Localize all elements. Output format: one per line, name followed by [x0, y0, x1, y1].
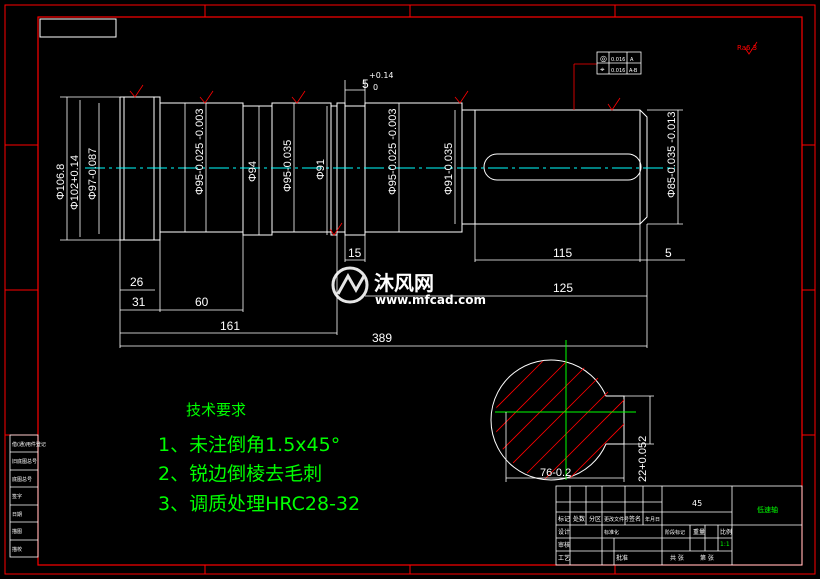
dim-section-76: 76-0.2	[540, 467, 571, 479]
dim-section-22: 22+0.052	[637, 436, 649, 482]
dim-key-lower-tol: 0	[373, 83, 378, 92]
side-stamp-cell: 日期	[12, 512, 22, 518]
dim-26: 26	[130, 275, 144, 289]
tb-label: 阶段标记	[665, 529, 685, 536]
dim-dia-95-c: Φ95-0.025 -0.003	[387, 109, 399, 195]
watermark	[331, 266, 369, 304]
dim-dia-95-b: Φ95-0.035	[282, 140, 294, 192]
tb-label: 批准	[616, 554, 628, 562]
dim-dia-97: Φ97-0.087	[87, 148, 99, 200]
dim-dia-95-a: Φ95-0.025 -0.003	[194, 109, 206, 195]
gdt-datum: A	[630, 57, 634, 63]
side-stamp-cell: 底图总号	[12, 476, 32, 483]
tb-label: 设计	[558, 528, 570, 536]
tb-part-name: 低速轴	[757, 505, 778, 514]
tb-scale: 1:1	[720, 541, 730, 548]
note-item: 3、调质处理HRC28-32	[158, 493, 360, 515]
tb-label: 标准化	[604, 529, 619, 536]
note-item: 2、锐边倒棱去毛刺	[158, 463, 322, 485]
dim-key-width: 5	[362, 77, 369, 91]
gdt-frame: ◎ 0.016 A ⌖ 0.016 A-B	[573, 51, 642, 110]
watermark-url: www.mfcad.com	[375, 293, 486, 307]
tb-label: 更改文件号	[604, 516, 629, 523]
dim-dia-91: Φ91	[315, 159, 327, 180]
gdt-datum: A-B	[629, 68, 638, 74]
side-stamp-cell: 签字	[12, 493, 22, 500]
roughness-top-right: Ra6.3	[737, 44, 757, 52]
side-stamp-cell: 描校	[12, 546, 22, 553]
tb-label: 签名	[629, 515, 641, 523]
notes-title: 技术要求	[186, 401, 246, 419]
dim-60: 60	[195, 295, 209, 309]
tb-label: 年月日	[645, 516, 660, 523]
tb-material: 45	[692, 499, 702, 508]
dim-31: 31	[132, 295, 146, 309]
diameter-dim-lines	[60, 96, 683, 241]
gdt-value: 0.016	[611, 57, 625, 63]
dim-dia-85: Φ85-0.035 -0.013	[666, 112, 678, 198]
dim-5: 5	[665, 246, 672, 260]
watermark-brand: 沐风网	[374, 271, 434, 295]
dim-389: 389	[372, 331, 392, 345]
dim-key-upper-tol: +0.14	[369, 71, 394, 80]
tb-label: 处数	[573, 515, 585, 523]
cross-section	[490, 340, 654, 482]
top-left-box	[39, 18, 117, 38]
length-dim-lines	[119, 80, 685, 348]
dim-125: 125	[553, 281, 573, 295]
gdt-value: 0.016	[611, 68, 625, 74]
tb-label: 共 张	[670, 554, 684, 562]
dim-161: 161	[220, 319, 240, 333]
tb-label: 工艺	[558, 554, 570, 562]
roughness-symbols	[129, 41, 758, 236]
side-stamp-cell: 借(通)用件登记	[12, 441, 46, 448]
tb-label: 审核	[558, 541, 570, 549]
dim-dia-94: Φ94	[247, 161, 259, 182]
tb-label: 标记	[558, 515, 570, 523]
gdt-symbol: ⌖	[600, 65, 605, 74]
dim-dia-102: Φ102+0.14	[69, 155, 81, 210]
note-item: 1、未注倒角1.5x45°	[158, 434, 340, 456]
side-stamp-cell: 描图	[12, 528, 22, 535]
dim-15: 15	[348, 246, 362, 260]
gdt-symbol: ◎	[600, 54, 607, 63]
dim-dia-106-8: Φ106.8	[55, 164, 67, 200]
side-stamp-cell: 旧底图总号	[12, 458, 37, 465]
tb-label: 比例	[720, 528, 732, 536]
side-stamp	[9, 434, 39, 558]
tb-label: 重量	[693, 528, 705, 536]
title-block	[555, 485, 803, 566]
dim-115: 115	[553, 246, 572, 260]
tb-label: 分区	[589, 515, 601, 523]
dim-dia-91-b: Φ91-0.035	[443, 143, 455, 195]
tb-label: 第 张	[700, 554, 714, 562]
keyway-slot	[483, 153, 642, 181]
inner-frame	[37, 16, 803, 566]
